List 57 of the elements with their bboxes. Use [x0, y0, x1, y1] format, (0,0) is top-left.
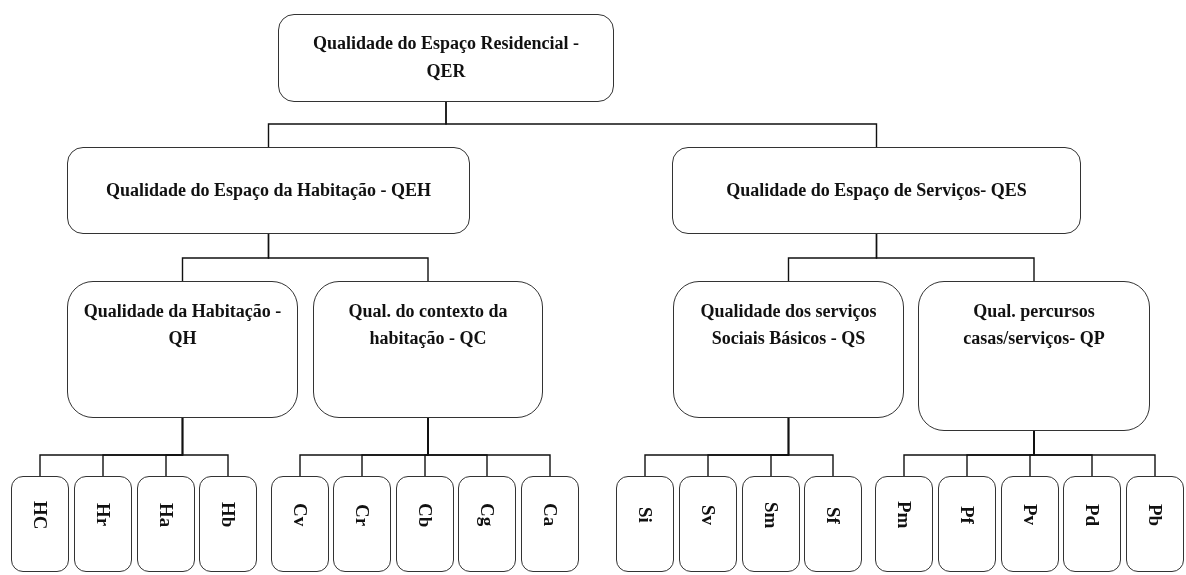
node-label: Qual. do contexto da habitação - QC	[347, 300, 509, 350]
indicator-box	[521, 476, 579, 572]
connector-line	[875, 233, 1035, 282]
indicator-box	[458, 476, 516, 572]
connector-line	[445, 101, 878, 148]
node-label: Qualidade do Espaço de Serviços- QES	[726, 178, 1027, 202]
node-label: Cb	[413, 502, 437, 528]
node-label: Ha	[154, 502, 178, 528]
indicator-box	[1001, 476, 1059, 572]
indicator-box	[804, 476, 862, 572]
node-label: Cg	[475, 503, 499, 527]
node-label: Qualidade do Espaço Residencial - QER	[311, 32, 580, 83]
node-label: Sm	[759, 501, 783, 529]
connector-line	[267, 233, 429, 282]
node-label: Cr	[350, 503, 374, 527]
indicator-box	[875, 476, 933, 572]
indicator-box	[742, 476, 800, 572]
node-label: Qual. percursos casas/serviços- QP	[962, 300, 1106, 350]
indicator-box	[271, 476, 329, 572]
connector-line	[1033, 430, 1156, 477]
indicator-box	[137, 476, 195, 572]
node-label: Si	[633, 507, 657, 523]
node-label: Pm	[892, 501, 916, 529]
connector-line	[427, 417, 551, 477]
category-box	[918, 281, 1150, 431]
indicator-box	[1063, 476, 1121, 572]
node-label: Pd	[1080, 503, 1104, 527]
node-label: Cv	[288, 503, 312, 527]
indicator-box	[938, 476, 996, 572]
node-label: HC	[28, 500, 52, 530]
indicator-box	[74, 476, 132, 572]
indicator-box	[616, 476, 674, 572]
node-label: Pv	[1018, 504, 1042, 526]
node-label: Sv	[696, 504, 720, 526]
indicator-box	[396, 476, 454, 572]
category-box	[278, 14, 614, 102]
category-box	[313, 281, 543, 418]
node-label: Pb	[1143, 503, 1167, 527]
indicator-box	[333, 476, 391, 572]
node-label: Hb	[216, 502, 240, 528]
category-box	[67, 281, 298, 418]
node-label: Sf	[821, 506, 845, 524]
node-label: Hr	[91, 503, 115, 527]
category-box	[672, 147, 1081, 234]
indicator-box	[199, 476, 257, 572]
node-label: Qualidade da Habitação - QH	[82, 300, 283, 350]
indicator-box	[679, 476, 737, 572]
node-label: Qualidade do Espaço da Habitação - QEH	[105, 178, 432, 202]
node-label: Qualidade dos serviços Sociais Básicos - QS	[699, 300, 878, 350]
node-label: Ca	[538, 503, 562, 527]
connector-line	[181, 417, 229, 477]
category-box	[67, 147, 470, 234]
category-box	[673, 281, 904, 418]
node-label: Pf	[955, 506, 979, 524]
connector-line	[787, 417, 834, 477]
indicator-box	[1126, 476, 1184, 572]
indicator-box	[11, 476, 69, 572]
